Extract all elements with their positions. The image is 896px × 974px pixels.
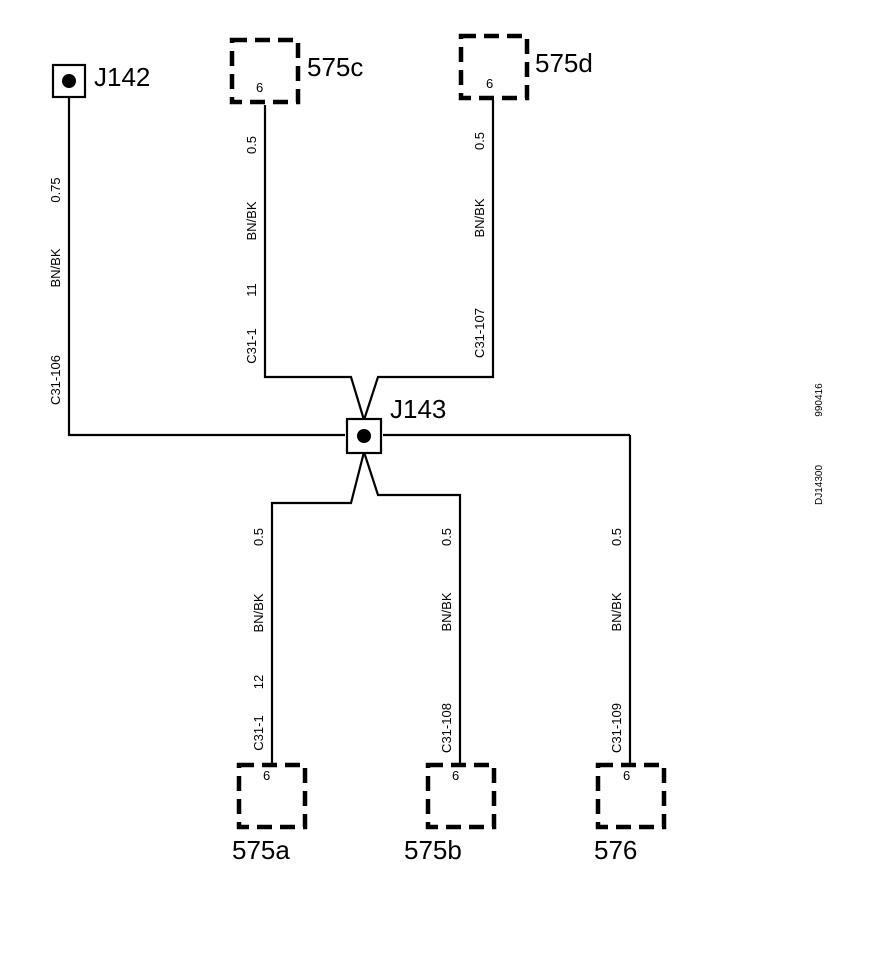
wire-575c-size: 0.5 — [244, 136, 259, 154]
connector-575c-label: 575c — [307, 52, 363, 82]
margin-code-b: DJ14300 — [814, 465, 825, 505]
wire-575d-labels: 0.5 BN/BK C31-107 — [472, 132, 487, 358]
wire-575a — [270, 451, 366, 765]
connector-576-box — [595, 762, 667, 830]
connector-575a: 6 575a — [232, 762, 308, 865]
connector-575d: 6 575d — [458, 33, 593, 101]
wire-576-color: BN/BK — [609, 592, 624, 631]
wire-576-size: 0.5 — [609, 528, 624, 546]
wire-575b-color: BN/BK — [439, 592, 454, 631]
wire-575b-labels: 0.5 BN/BK C31-108 — [439, 528, 454, 753]
connector-575b-label: 575b — [404, 835, 462, 865]
margin-codes: 990416 DJ14300 — [814, 383, 825, 505]
wires — [67, 85, 632, 765]
connector-575b-box — [425, 762, 497, 830]
connector-575a-label: 575a — [232, 835, 290, 865]
connector-575b: 6 575b — [404, 762, 497, 865]
wire-575a-circuit: C31-1 — [251, 715, 266, 750]
wire-575c-color: BN/BK — [244, 201, 259, 240]
wire-575d-circuit: C31-107 — [472, 308, 487, 358]
wire-575a-labels: 0.5 BN/BK 12 C31-1 — [251, 528, 266, 751]
wire-j142-size: 0.75 — [48, 177, 63, 202]
wire-j142 — [67, 85, 345, 437]
connector-575c-box — [229, 37, 301, 105]
wire-j142-labels: 0.75 BN/BK C31-106 — [48, 177, 63, 405]
wire-576-labels: 0.5 BN/BK C31-109 — [609, 528, 624, 753]
connector-575d-pin: 6 — [486, 76, 493, 91]
wire-575c-extra: 11 — [244, 283, 259, 297]
margin-code-a: 990416 — [814, 383, 825, 417]
wire-576-circuit: C31-109 — [609, 703, 624, 753]
wire-j142-circuit: C31-106 — [48, 355, 63, 405]
splice-j143: J143 — [345, 394, 446, 455]
connector-575d-box — [458, 33, 530, 101]
wire-575d-color: BN/BK — [472, 198, 487, 237]
connector-576-label: 576 — [594, 835, 637, 865]
wire-575d-size: 0.5 — [472, 132, 487, 150]
wire-575b-circuit: C31-108 — [439, 703, 454, 753]
connector-576-pin: 6 — [623, 768, 630, 783]
wire-575c-labels: 0.5 BN/BK 11 C31-1 — [244, 136, 259, 364]
wire-575d — [362, 100, 495, 421]
connector-575c: 6 575c — [229, 37, 363, 105]
wire-575c — [263, 105, 366, 421]
wire-575a-extra: 12 — [251, 675, 266, 689]
connector-575c-pin: 6 — [256, 80, 263, 95]
wire-575b-size: 0.5 — [439, 528, 454, 546]
connector-575d-label: 575d — [535, 48, 593, 78]
wire-575c-circuit: C31-1 — [244, 328, 259, 363]
splice-j143-label: J143 — [390, 394, 446, 424]
connector-576: 6 576 — [594, 762, 667, 865]
splice-j142-label: J142 — [94, 62, 150, 92]
wire-j142-color: BN/BK — [48, 248, 63, 287]
connector-575b-pin: 6 — [452, 768, 459, 783]
splice-j142: J142 — [51, 62, 150, 99]
connector-575a-pin: 6 — [263, 768, 270, 783]
connector-575a-box — [236, 762, 308, 830]
wire-575a-size: 0.5 — [251, 528, 266, 546]
splice-j142-dot — [62, 74, 76, 88]
splice-j143-dot — [357, 429, 371, 443]
wire-575a-color: BN/BK — [251, 593, 266, 632]
wire-575b — [362, 451, 462, 765]
